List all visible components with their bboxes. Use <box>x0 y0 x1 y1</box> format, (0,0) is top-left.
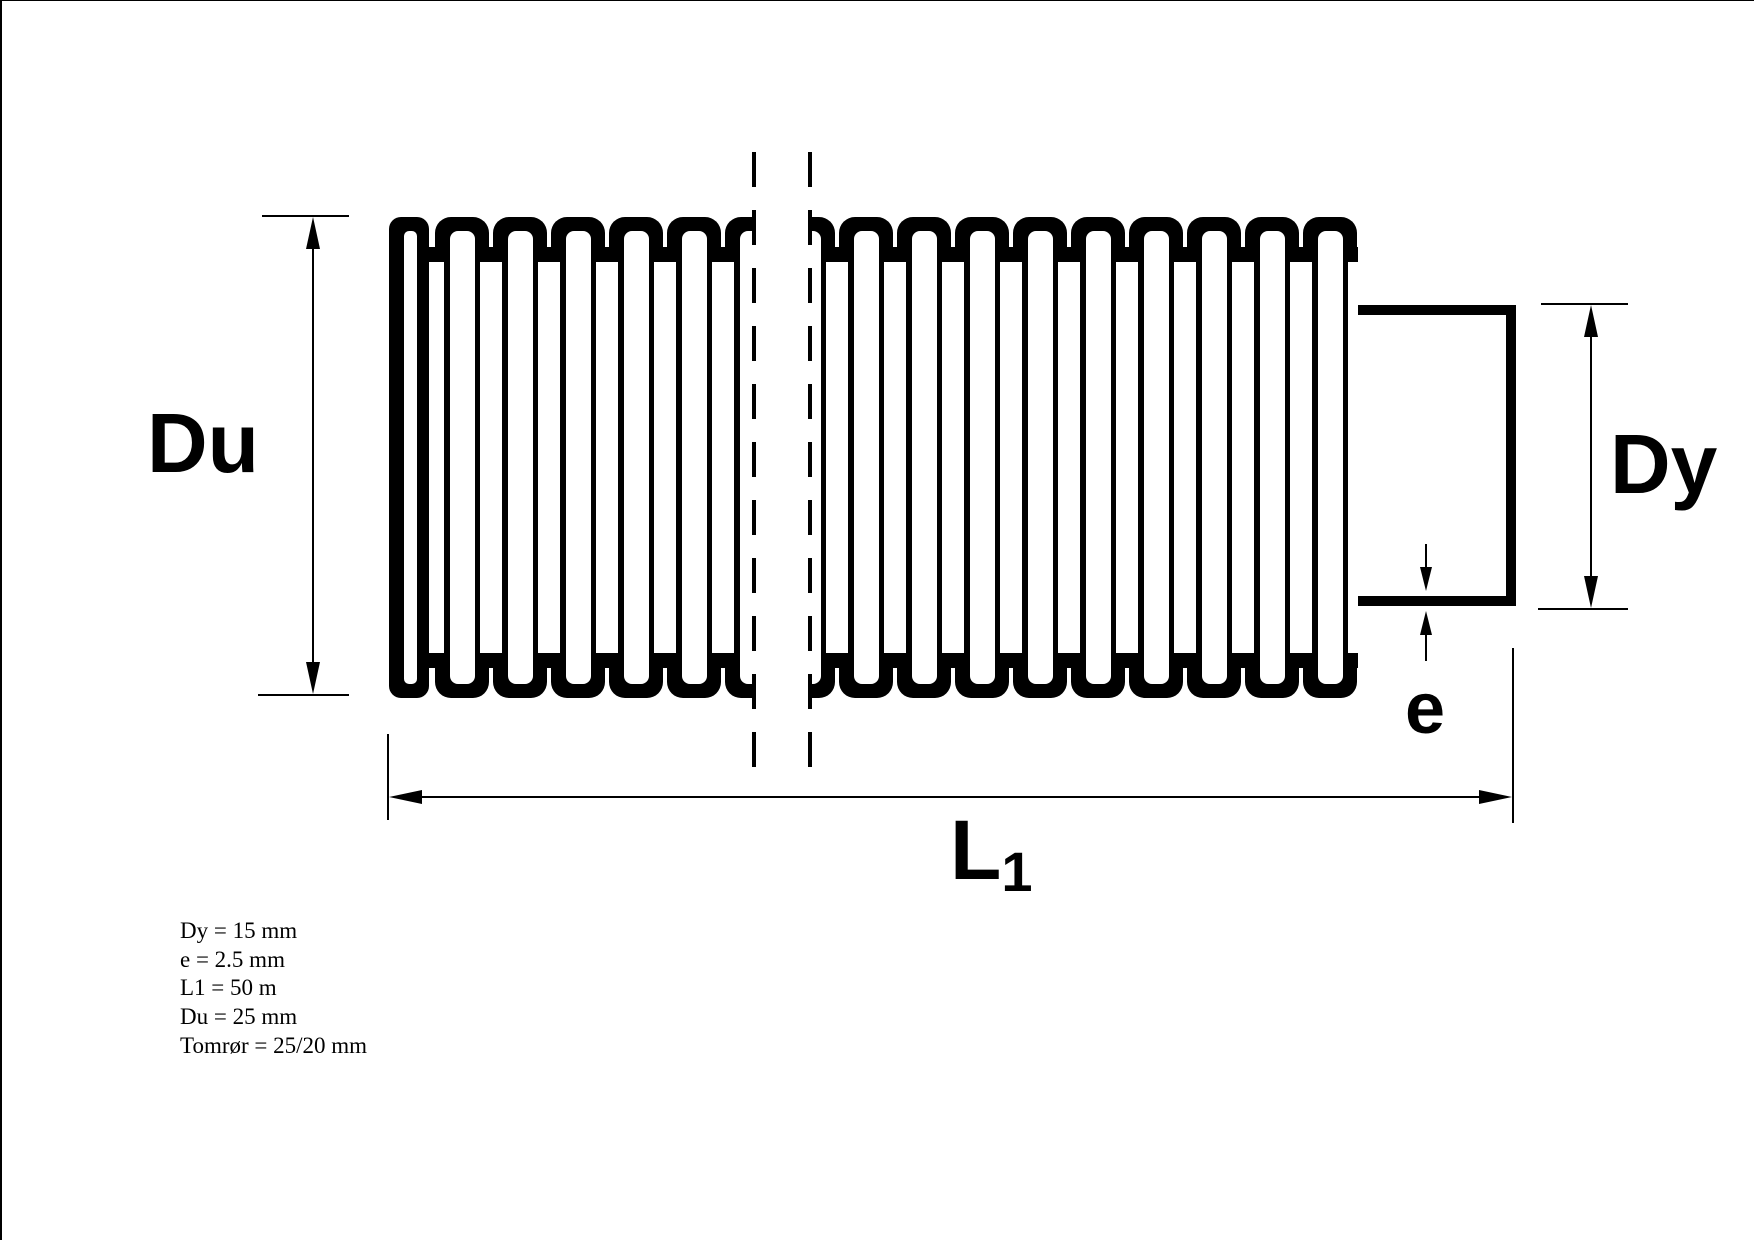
rib-interior <box>508 231 533 684</box>
spec-dy: Dy = 15 mm <box>180 918 298 943</box>
spec-tomror: Tomrør = 25/20 mm <box>180 1032 368 1058</box>
inner-pipe <box>1358 305 1516 606</box>
rib-interior <box>566 231 591 684</box>
rib-interior <box>912 231 937 684</box>
rib-interior <box>970 231 995 684</box>
rib-interior <box>740 231 754 684</box>
corrugated-pipe-left-section <box>389 217 754 698</box>
rib-interior <box>450 231 475 684</box>
dy-dimension: Dy <box>1538 303 1718 610</box>
pipe-end-cap-interior <box>404 231 417 684</box>
rib-interior <box>1028 231 1053 684</box>
corrugated-pipe-right-section <box>810 217 1358 698</box>
spec-du: Du = 25 mm <box>180 1004 298 1030</box>
rib-interior <box>1144 231 1169 684</box>
rib-interior <box>1318 231 1343 684</box>
rib-interior <box>682 231 707 684</box>
dy-label: Dy <box>1610 417 1718 511</box>
l1-label: L1 <box>950 803 1032 903</box>
l1-dimension: L1 <box>387 648 1514 903</box>
rib-interior <box>1086 231 1111 684</box>
rib-interior <box>810 231 821 684</box>
specifications-list: Dy = 15 mm e = 2.5 mm L1 = 50 m Du = 25 … <box>180 917 367 1061</box>
spec-l1: L1 = 50 m <box>180 975 277 1001</box>
rib-interior <box>1202 231 1227 684</box>
du-label: Du <box>147 396 259 490</box>
rib-interior <box>624 231 649 684</box>
spec-e: e = 2.5 mm <box>180 946 285 972</box>
e-label: e <box>1405 669 1445 749</box>
e-dimension: e <box>1405 544 1445 749</box>
du-dimension: Du <box>147 215 349 696</box>
rib-interior <box>1260 231 1285 684</box>
rib-interior <box>854 231 879 684</box>
